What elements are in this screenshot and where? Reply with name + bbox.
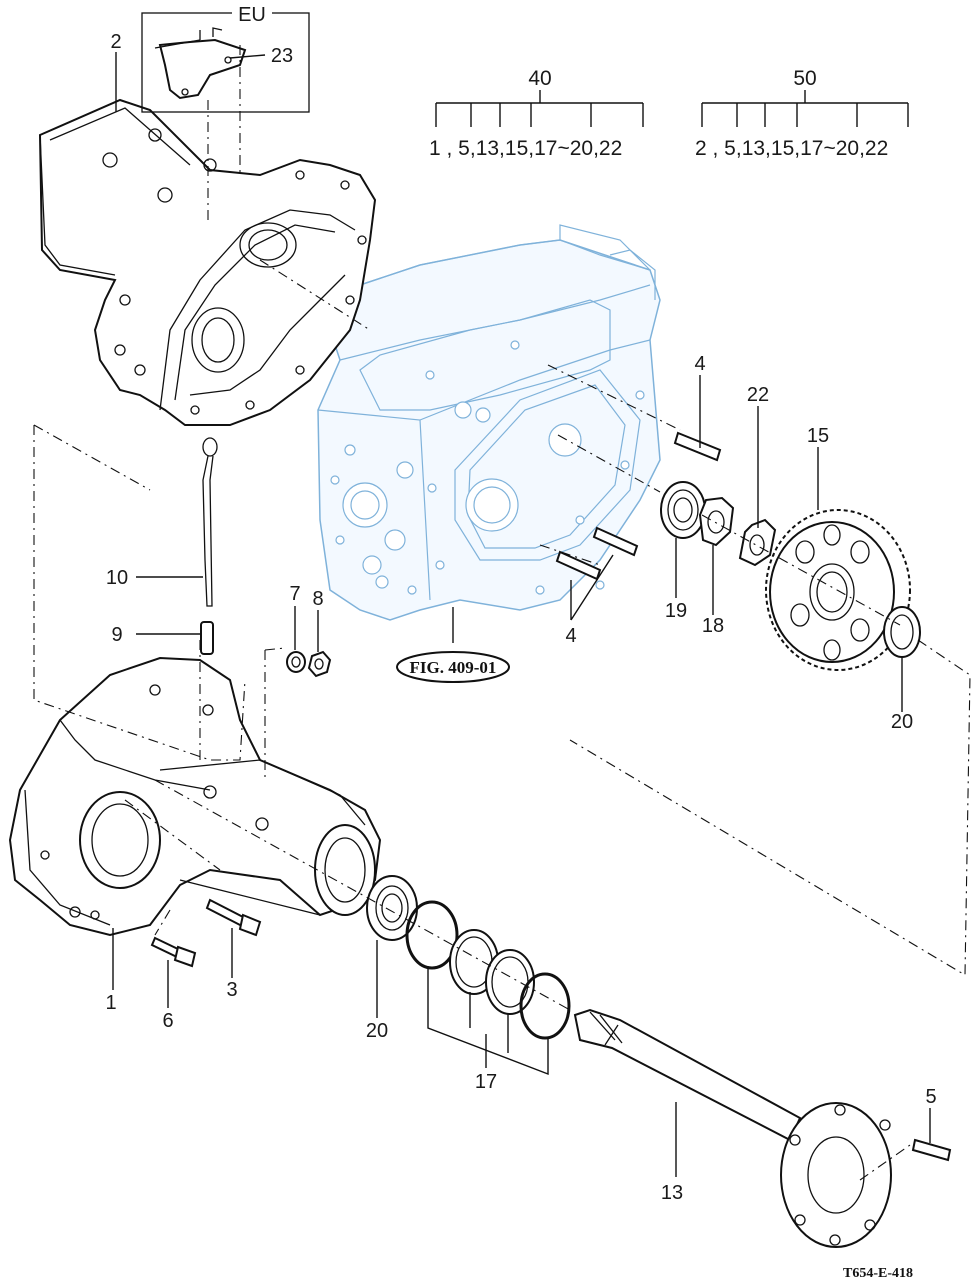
callout-10: 10 [106,567,128,589]
nut-18 [698,496,735,547]
group-40-members: 1 , 5,13,15,17~20,22 [429,137,622,160]
callout-1: 1 [105,992,116,1014]
callout-22: 22 [747,384,769,406]
callout-5: 5 [925,1086,936,1108]
group-50-members: 2 , 5,13,15,17~20,22 [695,137,888,160]
callout-4-upper: 4 [694,353,705,375]
group-40-number: 40 [528,67,551,90]
callout-20-right: 20 [891,711,913,733]
stud-5 [911,1138,952,1162]
leader-lines [112,52,931,1177]
kit-group-40: 40 1 , 5,13,15,17~20,22 [429,67,644,160]
callout-6: 6 [162,1010,173,1032]
upper-axle-housing [38,98,377,426]
group-50-number: 50 [793,67,816,90]
bolt-3 [205,898,262,937]
washer-7 [286,651,306,673]
callout-3: 3 [226,979,237,1001]
bearing-19 [660,481,706,539]
drawing-code: T654-E-418 [843,1266,913,1281]
rings-17 [405,900,571,1040]
figure-reference[interactable]: FIG. 409-01 [396,651,510,683]
lower-axle-housing [8,656,382,937]
callout-13: 13 [661,1182,683,1204]
callout-8: 8 [312,588,323,610]
figure-reference-label[interactable]: FIG. 409-01 [410,658,497,677]
callout-17: 17 [475,1071,497,1093]
callout-2: 2 [110,31,121,53]
callout-15: 15 [807,425,829,447]
callout-4-lower: 4 [565,625,576,647]
callout-20-lower: 20 [366,1020,388,1042]
pin [200,621,214,655]
assembly-centerlines [33,45,971,1181]
callouts: EU 2 23 10 9 7 8 4 4 22 15 19 18 20 1 6 … [105,4,936,1204]
stud-4-lower [555,526,639,581]
bolt-6 [150,936,197,968]
washer-22 [738,518,777,567]
callout-19: 19 [665,600,687,622]
eu-option-box [141,4,310,113]
nut-8 [307,650,332,678]
transmission-case-reference [317,224,661,621]
callout-18: 18 [702,615,724,637]
dipstick [202,437,218,607]
callout-eu: EU [238,4,266,26]
stud-4-upper [673,431,722,462]
bearing-20-lower [366,875,418,941]
axle-shaft-13 [573,1008,892,1248]
bearing-20-right [883,606,921,658]
callout-7: 7 [289,583,300,605]
callout-9: 9 [111,624,122,646]
callout-23: 23 [271,45,293,67]
kit-group-50: 50 2 , 5,13,15,17~20,22 [695,67,909,160]
